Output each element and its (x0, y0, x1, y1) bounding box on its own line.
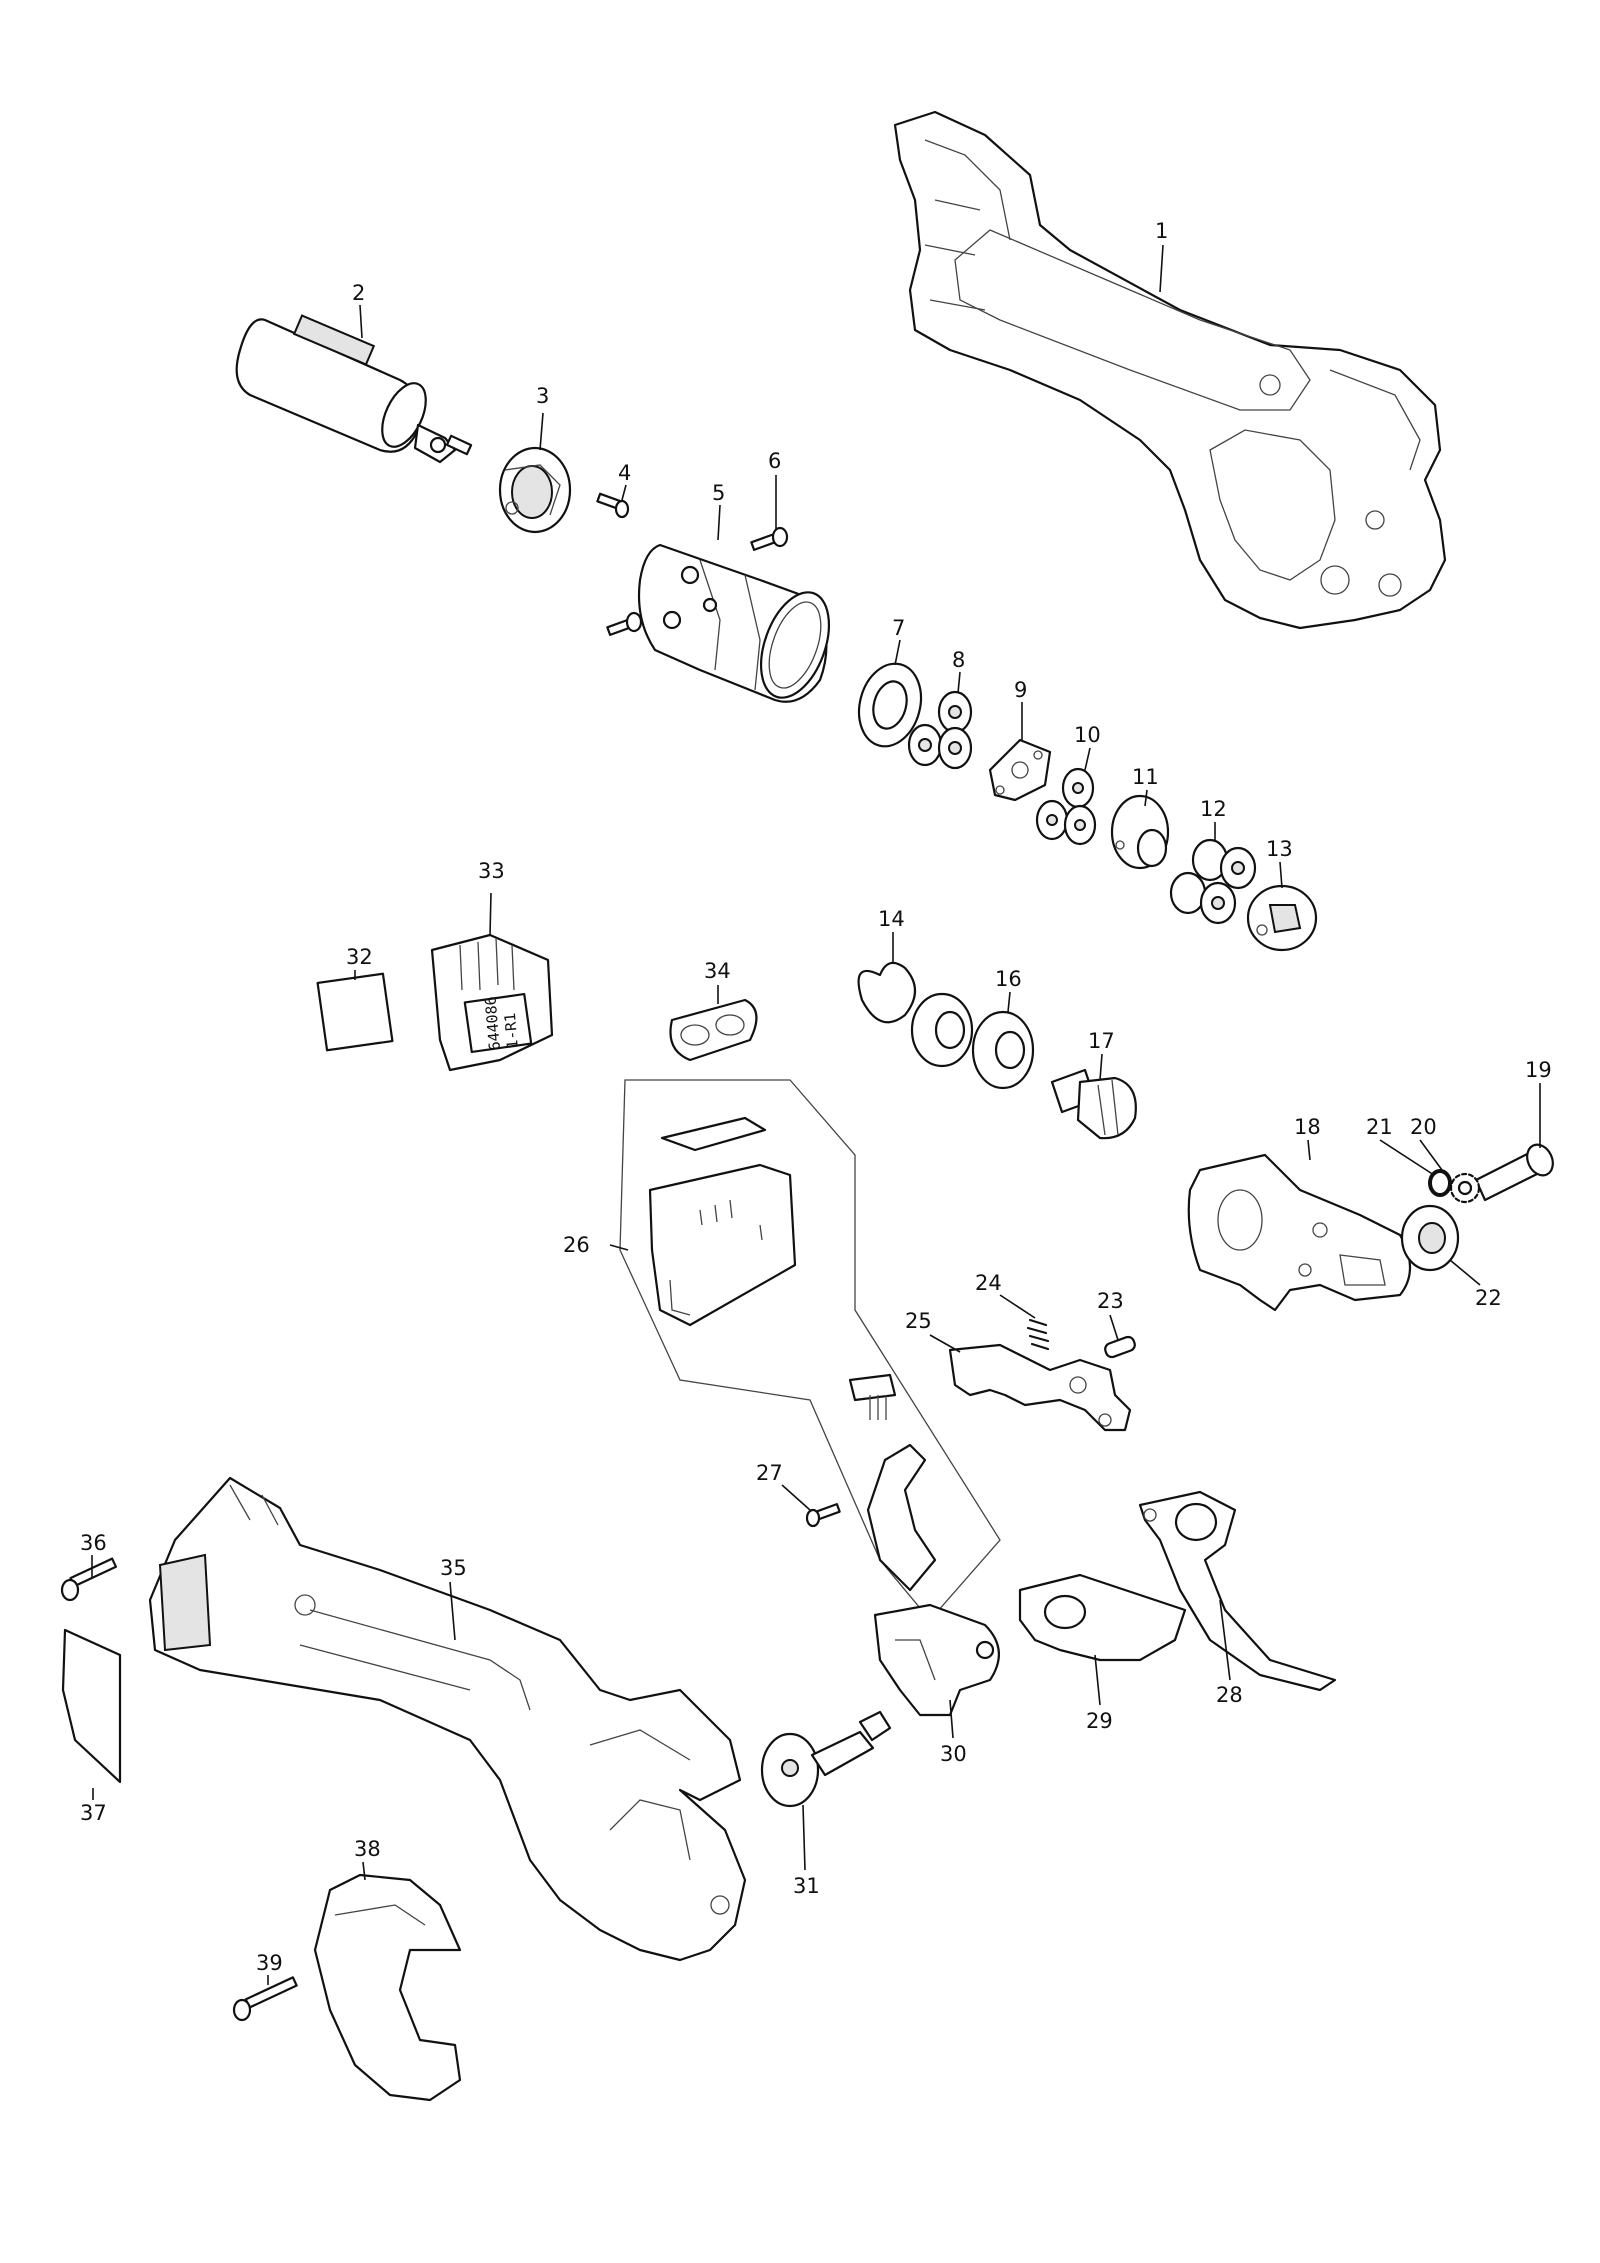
part-27-screw (805, 1503, 841, 1528)
callout-24: 24 (975, 1271, 1002, 1295)
part-36-screw (60, 1557, 118, 1602)
callout-19: 19 (1525, 1058, 1552, 1082)
callout-27: 27 (756, 1461, 783, 1485)
callout-8: 8 (952, 648, 965, 672)
part-29-blade-plate (1018, 1573, 1187, 1662)
callout-3: 3 (536, 384, 549, 408)
callout-2: 2 (352, 281, 365, 305)
part-26-control-assembly (619, 1079, 1001, 1622)
callout-22: 22 (1475, 1286, 1502, 1310)
callout-30: 30 (940, 1742, 967, 1766)
callout-26: 26 (563, 1233, 590, 1257)
callout-20: 20 (1410, 1115, 1437, 1139)
screw-5a (606, 611, 643, 636)
part-4-screw (596, 492, 630, 519)
part-34-switch-cover (669, 998, 758, 1062)
part-35-lower-housing (148, 1476, 747, 1962)
leader-lines (91, 244, 1541, 1985)
part-22-nut (1400, 1204, 1460, 1272)
part-12-planet-gears (1169, 838, 1257, 925)
callout-4: 4 (618, 461, 631, 485)
part-16-bearing (971, 1010, 1035, 1090)
callout-36: 36 (80, 1531, 107, 1555)
part-5-gear-housing (637, 543, 830, 703)
part-30-link-lever (873, 1603, 1000, 1717)
callout-12: 12 (1200, 797, 1227, 821)
part-37-label (61, 1628, 122, 1784)
callout-31: 31 (793, 1874, 820, 1898)
part-21-o-ring (1428, 1169, 1452, 1197)
callout-23: 23 (1097, 1289, 1124, 1313)
callout-29: 29 (1086, 1709, 1113, 1733)
callout-17: 17 (1088, 1029, 1115, 1053)
part-18-cutter-head (1187, 1153, 1411, 1312)
part-8-planet-gears (907, 690, 973, 770)
part-10-planet-gears (1035, 767, 1097, 846)
callout-28: 28 (1216, 1683, 1243, 1707)
callout-33: 33 (478, 859, 505, 883)
part-33-controller-board: 6440861-R1 (430, 933, 554, 1072)
callout-6: 6 (768, 449, 781, 473)
callout-21: 21 (1366, 1115, 1393, 1139)
callout-38: 38 (354, 1837, 381, 1861)
callout-9: 9 (1014, 678, 1027, 702)
part-20-star-washer (1449, 1172, 1481, 1204)
callout-14: 14 (878, 907, 905, 931)
part-17-spindle (1050, 1068, 1137, 1140)
part-11-carrier (1110, 794, 1170, 870)
part-14-circlip (857, 961, 917, 1024)
callout-11: 11 (1132, 765, 1159, 789)
part-31-pivot-pin (760, 1710, 892, 1808)
part-3-bracket (498, 446, 572, 534)
board-stamp: 6440861-R1 (481, 994, 522, 1051)
part-9-carrier (988, 738, 1052, 802)
part-2-motor (235, 314, 473, 464)
part-25-trigger-lever (948, 1343, 1132, 1432)
callout-34: 34 (704, 959, 731, 983)
part-1-housing-frame (893, 110, 1447, 630)
part-7-washer (857, 662, 923, 748)
part-32-label (316, 972, 394, 1052)
callout-35: 35 (440, 1556, 467, 1580)
part-24-spring (1026, 1318, 1050, 1351)
callout-10: 10 (1074, 723, 1101, 747)
part-13-output-carrier (1246, 884, 1318, 952)
part-38-head-cover (313, 1873, 462, 2102)
callout-16: 16 (995, 967, 1022, 991)
part-15-bearing (910, 992, 974, 1068)
part-6-screw (750, 526, 789, 551)
part-19-bolt (1474, 1143, 1554, 1202)
callout-13: 13 (1266, 837, 1293, 861)
callout-25: 25 (905, 1309, 932, 1333)
callout-32: 32 (346, 945, 373, 969)
callout-37: 37 (80, 1801, 107, 1825)
part-28-blade (1138, 1490, 1337, 1692)
callout-7: 7 (892, 616, 905, 640)
callout-5: 5 (712, 481, 725, 505)
part-39-screw (232, 1976, 298, 2022)
callout-18: 18 (1294, 1115, 1321, 1139)
callout-1: 1 (1155, 219, 1168, 243)
part-23-pin (1104, 1335, 1136, 1359)
callout-labels: 1 2 3 4 5 6 7 8 9 10 11 12 13 14 16 17 1… (80, 219, 1552, 1975)
callout-39: 39 (256, 1951, 283, 1975)
